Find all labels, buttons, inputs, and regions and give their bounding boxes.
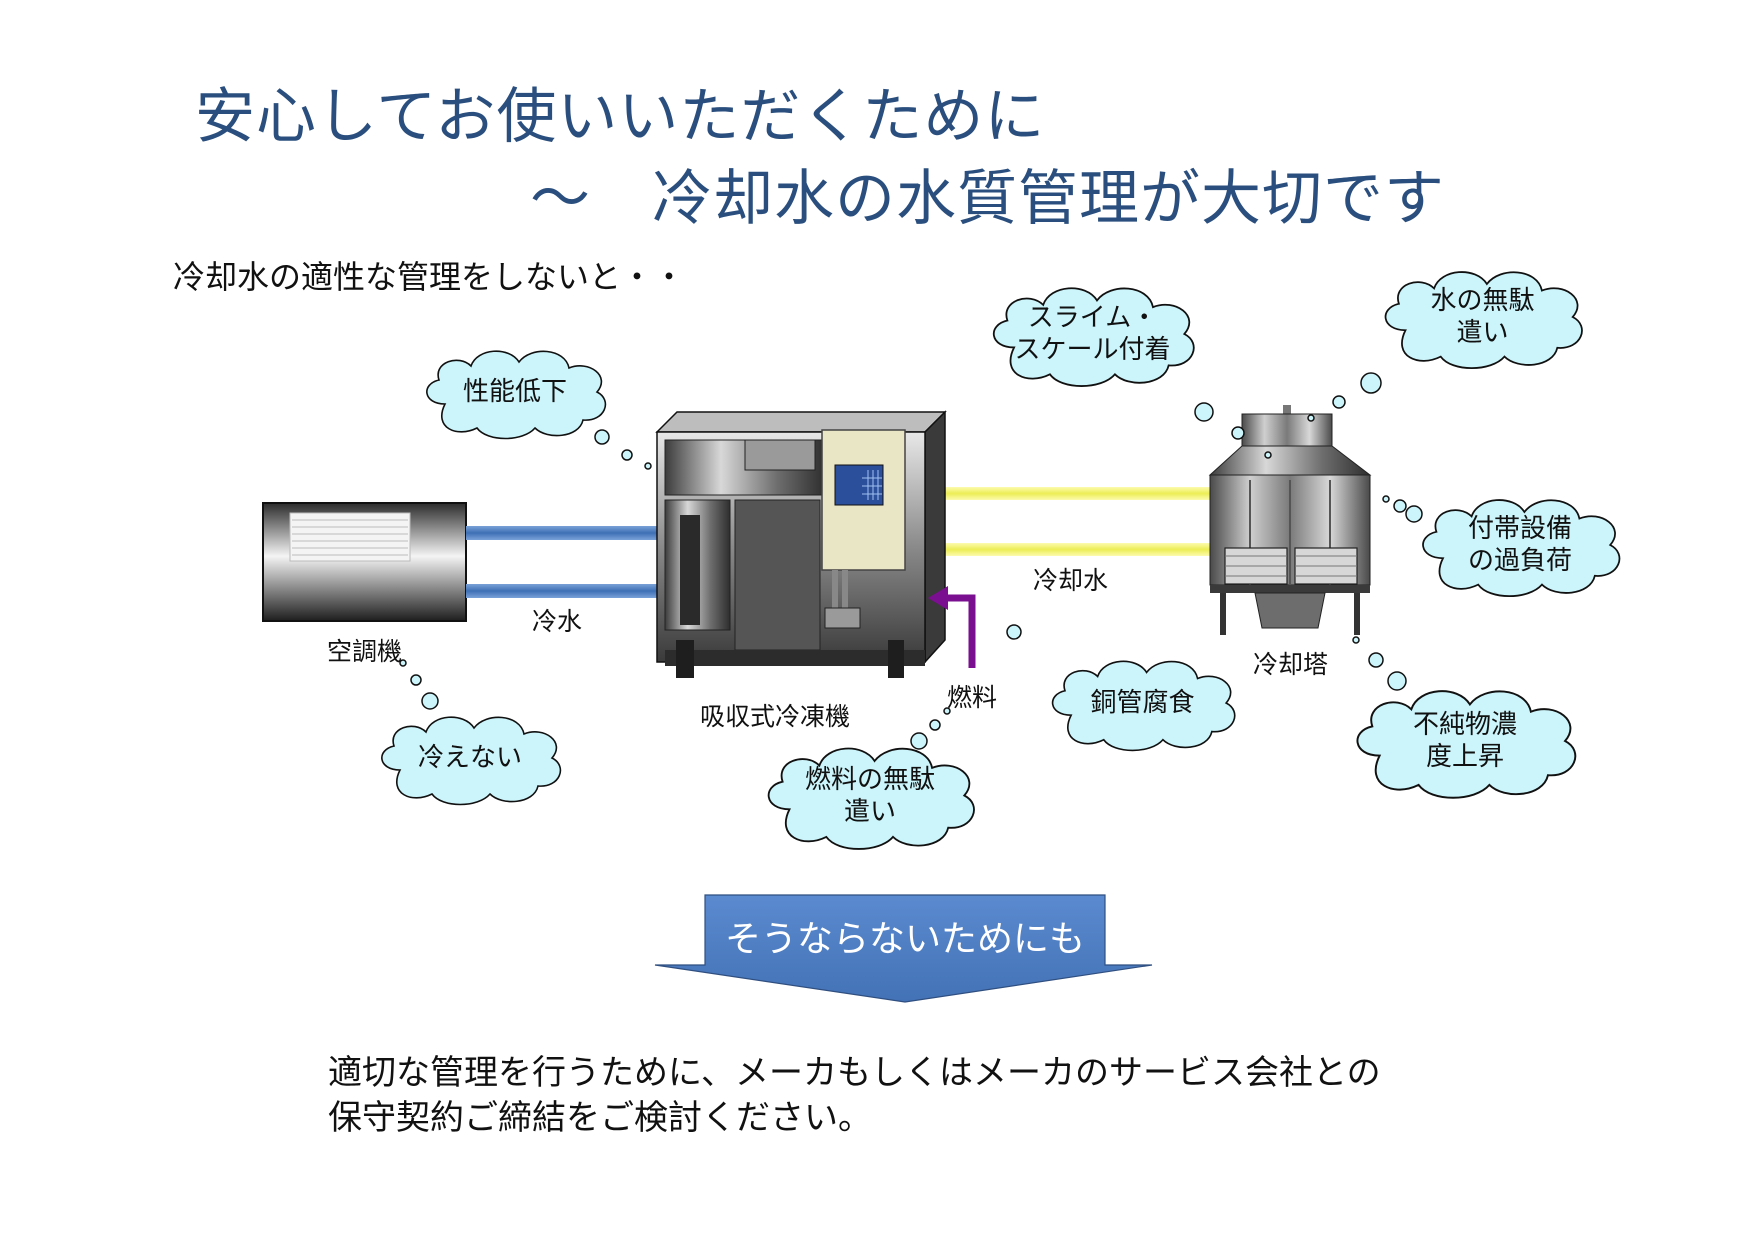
overload-line1: 付帯設備 [1467,514,1572,544]
fuel-waste-text: 燃料の無駄 遣い [725,738,1015,853]
fuel-line [928,586,976,668]
cooling-tower [1208,405,1372,635]
footer-line1: 適切な管理を行うために、メーカもしくはメーカのサービス会社との [328,1053,1381,1093]
footer-line2: 保守契約ご締結をご検討ください。 [328,1098,872,1138]
impurity-line1: 不純物濃 [1412,710,1517,740]
overload-text: 付帯設備 の過負荷 [1405,490,1635,600]
subtitle: 冷却水の適性な管理をしないと・・ [173,258,686,296]
chilled-water-pipes [466,526,658,598]
fuel-label: 燃料 [947,683,998,712]
thought-bubble-dots [399,372,1423,750]
cooling-water-label: 冷却水 [1033,566,1109,595]
cooling-water-pipes [945,487,1210,556]
page-title-line1: 安心してお使いいただくために [195,82,1046,152]
impurity-text: 不純物濃 度上昇 [1335,680,1595,802]
copper-corrosion-label: 銅管腐食 [1090,688,1195,718]
impurity-line2: 度上昇 [1425,742,1504,772]
cooling-tower-label: 冷却塔 [1253,650,1329,679]
air-conditioner-unit [262,502,467,622]
page-title-line2: ～ 冷却水の水質管理が大切です [530,164,1445,234]
chiller-label: 吸収式冷凍機 [700,702,851,731]
arrow-label: そうならないためにも [724,919,1085,960]
slime-line2: スケール付着 [1014,335,1171,365]
performance-drop-text: 性能低下 [385,342,645,442]
water-waste-line1: 水の無駄 [1430,286,1535,316]
no-cooling-label: 冷えない [417,743,522,773]
performance-drop-label: 性能低下 [462,377,567,407]
no-cooling-text: 冷えない [345,708,595,808]
copper-corrosion-text: 銅管腐食 [1015,652,1270,754]
water-waste-line2: 遣い [1456,318,1509,348]
slime-line1: スライム・ [1027,303,1158,333]
fuel-waste-line2: 遣い [843,796,896,827]
slime-scale-text: スライム・ スケール付着 [905,278,1280,390]
absorption-chiller [655,410,947,678]
overload-line2: の過負荷 [1467,546,1572,576]
down-arrow [654,894,1153,1003]
chilled-water-label: 冷水 [532,607,583,636]
water-waste-text: 水の無駄 遣い [1355,262,1610,372]
air-conditioner-label: 空調機 [327,637,403,666]
fuel-waste-line1: 燃料の無駄 [804,764,935,795]
